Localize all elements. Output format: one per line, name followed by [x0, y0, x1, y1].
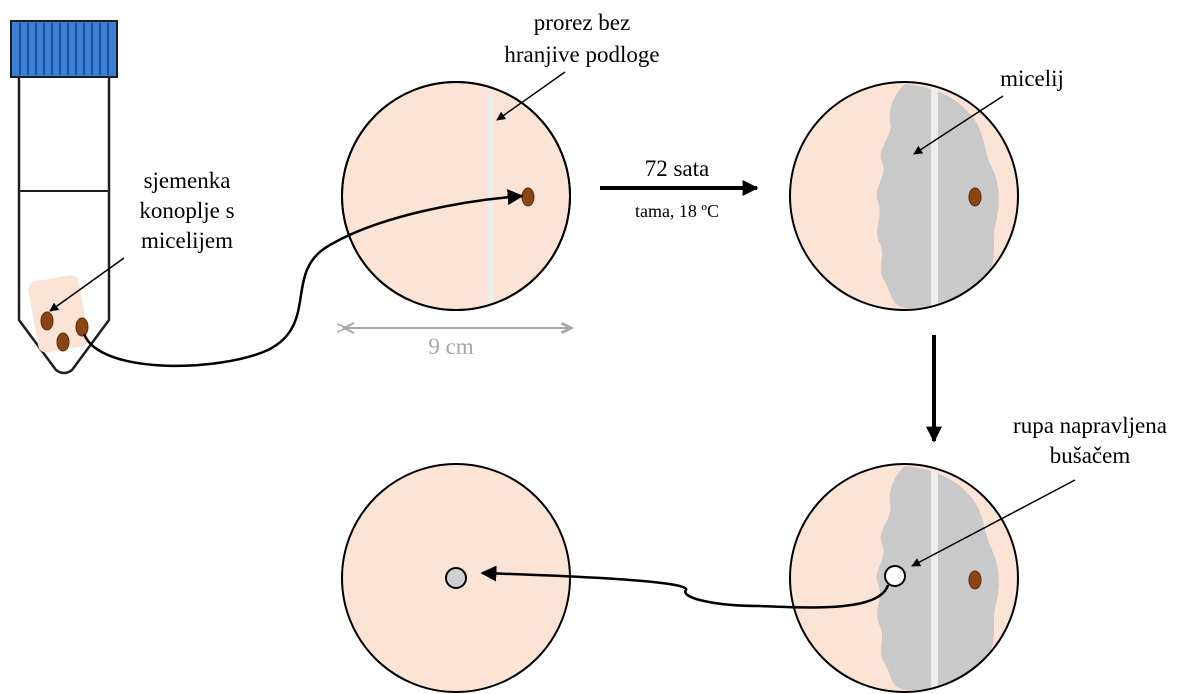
seed-on-plate [968, 187, 982, 207]
incubation-time-label: 72 sata [645, 156, 710, 181]
tube-cap [10, 20, 118, 78]
tube-cap-ridges [19, 23, 109, 75]
slit [488, 92, 494, 302]
plate-punched [789, 463, 1019, 693]
seed-2 [75, 317, 89, 337]
plate-colonized [789, 81, 1019, 311]
seed-3 [56, 332, 70, 352]
seed-label-line3: micelijem [141, 228, 233, 253]
mycelium-pointer [913, 95, 1004, 155]
slit-pointer [496, 71, 566, 121]
scale-label: 9 cm [428, 334, 473, 359]
scale-arrow-right [561, 322, 575, 334]
hole-label-line2: bušačem [1050, 443, 1131, 468]
seed-pointer [49, 257, 125, 312]
seed-on-plate [521, 187, 535, 207]
seed-1 [40, 311, 54, 331]
scale-arrow-left [341, 322, 355, 334]
slit [931, 466, 938, 691]
punched-hole [884, 565, 906, 587]
mycelium-plug [445, 567, 467, 589]
transfer-curve-seed [82, 189, 524, 368]
seed-label-line2: konoplje s [139, 198, 234, 223]
slit-label-line1: prorez bez [534, 10, 630, 35]
transfer-curve-plug [480, 565, 890, 609]
seed-on-plate [968, 570, 982, 590]
incubation-conditions-label: tama, 18 ºC [635, 201, 719, 221]
slit [931, 84, 938, 309]
plate-fresh [341, 81, 571, 311]
falcon-tube [10, 20, 118, 375]
mycelium-label: micelij [1000, 66, 1064, 91]
hole-label-line1: rupa napravljena [1013, 413, 1167, 438]
hole-pointer [911, 479, 1076, 567]
plate-new [341, 463, 571, 693]
seed-label-line1: sjemenka [144, 168, 231, 193]
slit-label-line2: hranjive podloge [504, 42, 659, 67]
